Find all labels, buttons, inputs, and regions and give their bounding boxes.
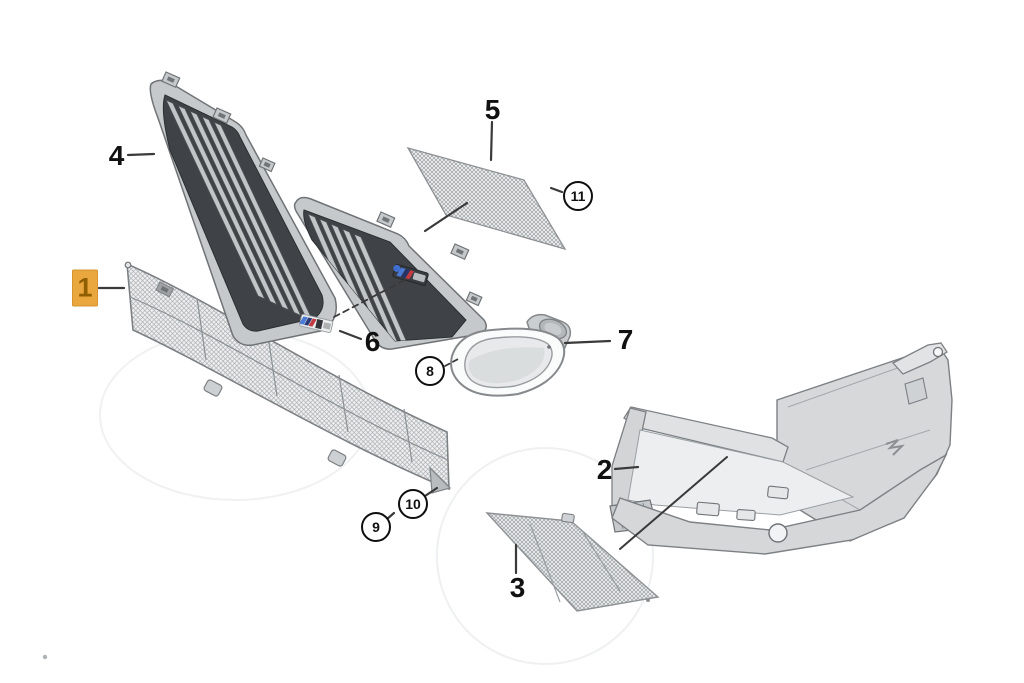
part-lower-mesh-grille <box>124 261 452 494</box>
grille-mount-tab <box>212 107 232 125</box>
leader-lines <box>97 120 728 575</box>
callout-8[interactable]: 8 <box>415 356 445 386</box>
callout-6[interactable]: 6 <box>364 326 381 357</box>
grille-mount-tab <box>450 243 470 261</box>
part-upper-mesh-screen <box>406 146 567 251</box>
part-side-mesh <box>485 512 660 612</box>
part-kidney-grille-left <box>149 71 337 347</box>
callout-9[interactable]: 9 <box>361 512 391 542</box>
grille-mount-tab <box>376 211 396 229</box>
callout-3[interactable]: 3 <box>509 572 526 603</box>
callout-2[interactable]: 2 <box>596 454 613 485</box>
callout-1[interactable]: 1 <box>72 269 98 307</box>
callout-7[interactable]: 7 <box>617 324 634 355</box>
part-bumper-carrier <box>609 342 953 555</box>
m-badge-part <box>299 313 334 333</box>
part-air-duct <box>450 313 572 397</box>
callout-11[interactable]: 11 <box>563 181 593 211</box>
m-emblem-on-grille <box>392 263 429 286</box>
callout-10[interactable]: 10 <box>398 489 428 519</box>
grille-mount-tab <box>161 71 181 89</box>
grille-mount-tab <box>465 291 483 307</box>
watermark-circles <box>42 329 654 665</box>
callout-4[interactable]: 4 <box>108 140 125 171</box>
grille-mount-tab <box>258 157 276 173</box>
callout-5[interactable]: 5 <box>484 94 501 125</box>
